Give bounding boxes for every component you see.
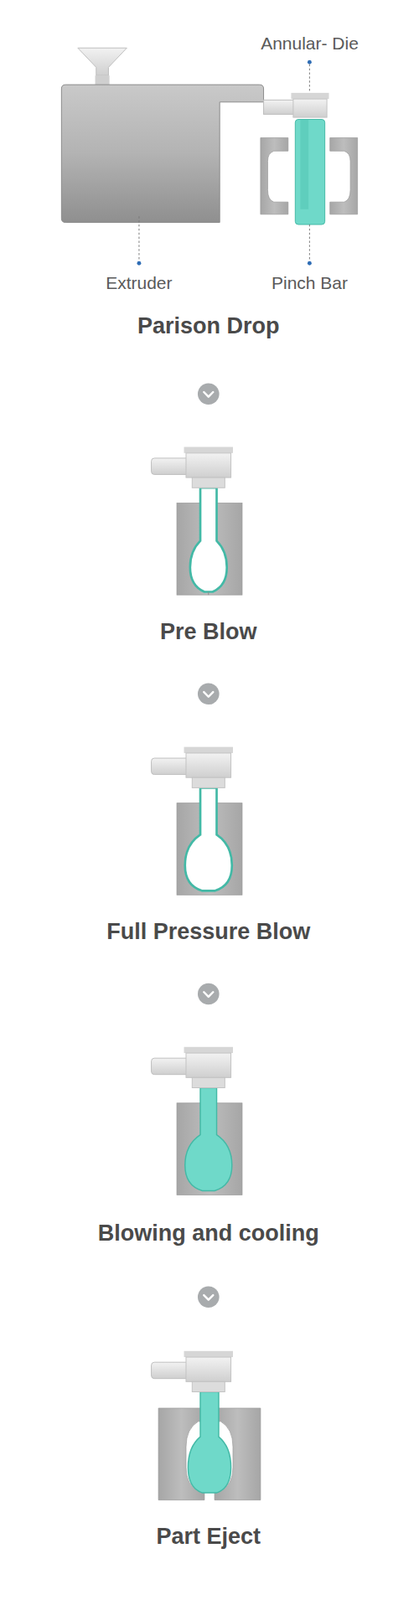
- extruder-nozzle: [263, 99, 295, 114]
- leader-line: [138, 216, 140, 262]
- stage-caption: Full Pressure Blow: [106, 920, 311, 947]
- parting-line: [207, 592, 209, 596]
- leader-dot: [307, 261, 312, 266]
- die-head: [151, 1047, 233, 1089]
- extruder-stage: [61, 47, 357, 265]
- leader-line: [309, 224, 311, 262]
- annular-die: [293, 98, 327, 118]
- stage-caption: Part Eject: [155, 1525, 261, 1552]
- parison: [185, 787, 233, 891]
- cooling-stage: [151, 1047, 243, 1196]
- mold-half: [260, 137, 289, 214]
- pre-blow-stage: [151, 447, 243, 596]
- die-head: [151, 447, 233, 489]
- leader-dot: [307, 60, 312, 65]
- die-head: [151, 747, 233, 789]
- eject-stage: [151, 1351, 261, 1501]
- blown-part: [185, 1088, 233, 1192]
- full-blow-stage: [151, 747, 243, 896]
- die-top: [290, 93, 329, 99]
- stage-caption: Blowing and cooling: [98, 1221, 320, 1248]
- step-chevron: [197, 1286, 220, 1309]
- stage-caption: Pre Blow: [160, 619, 258, 646]
- step-chevron: [197, 683, 220, 706]
- step-chevron: [197, 983, 220, 1006]
- step-chevron: [197, 382, 220, 405]
- hopper-neck: [95, 75, 110, 86]
- mold-half: [330, 137, 358, 214]
- leader-line: [309, 64, 311, 94]
- hopper: [77, 47, 127, 76]
- ejected-part: [187, 1392, 231, 1495]
- part-label: Pinch Bar: [271, 273, 348, 294]
- die-head: [151, 1351, 233, 1393]
- stage-caption: Parison Drop: [137, 314, 280, 341]
- part-label: Annular- Die: [260, 33, 359, 54]
- parison-core: [300, 119, 309, 210]
- extruder-body: [61, 84, 264, 223]
- leader-dot: [137, 261, 142, 266]
- parison: [294, 119, 325, 225]
- parison: [190, 487, 228, 592]
- part-label: Extruder: [105, 273, 172, 294]
